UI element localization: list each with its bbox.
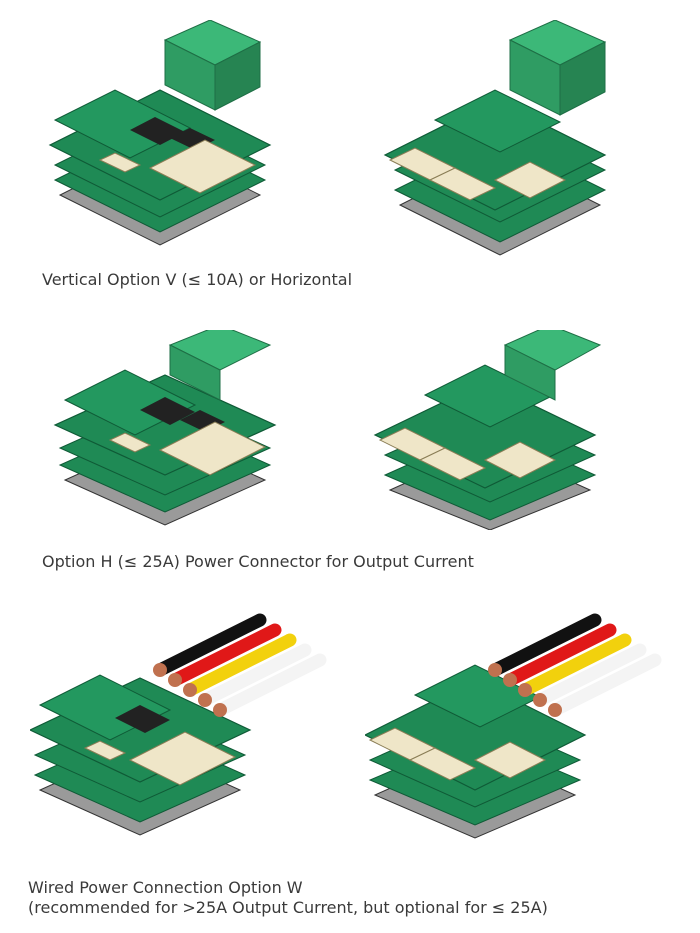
caption-wired-line1: Wired Power Connection Option W xyxy=(28,878,303,897)
board-wired-right xyxy=(365,613,662,839)
caption-vertical-option: Vertical Option V (≤ 10A) or Horizontal xyxy=(42,270,353,289)
terminal-block-connector xyxy=(168,330,272,401)
terminal-block-connector xyxy=(163,20,262,111)
pin-header xyxy=(388,147,567,201)
board-horizontal xyxy=(383,20,607,256)
board-option-h-right xyxy=(373,330,602,530)
pin-header xyxy=(378,427,557,481)
chip xyxy=(115,705,170,733)
pin-header xyxy=(108,421,267,476)
pin-header xyxy=(98,139,257,194)
power-wires xyxy=(488,613,662,717)
caption-option-h: Option H (≤ 25A) Power Connector for Out… xyxy=(42,552,474,571)
terminal-block-connector xyxy=(508,20,607,116)
caption-wired-line2: (recommended for >25A Output Current, bu… xyxy=(28,898,548,917)
power-wires xyxy=(153,613,327,717)
board-option-h-left xyxy=(53,330,277,526)
caption-wired-option: Wired Power Connection Option W (recomme… xyxy=(28,878,548,918)
board-vertical-option-v xyxy=(48,20,272,246)
daughter-board xyxy=(433,89,562,153)
terminal-block-connector xyxy=(503,330,602,401)
pin-header xyxy=(368,727,547,781)
board-wired-left xyxy=(30,613,327,836)
pin-header xyxy=(83,731,237,786)
